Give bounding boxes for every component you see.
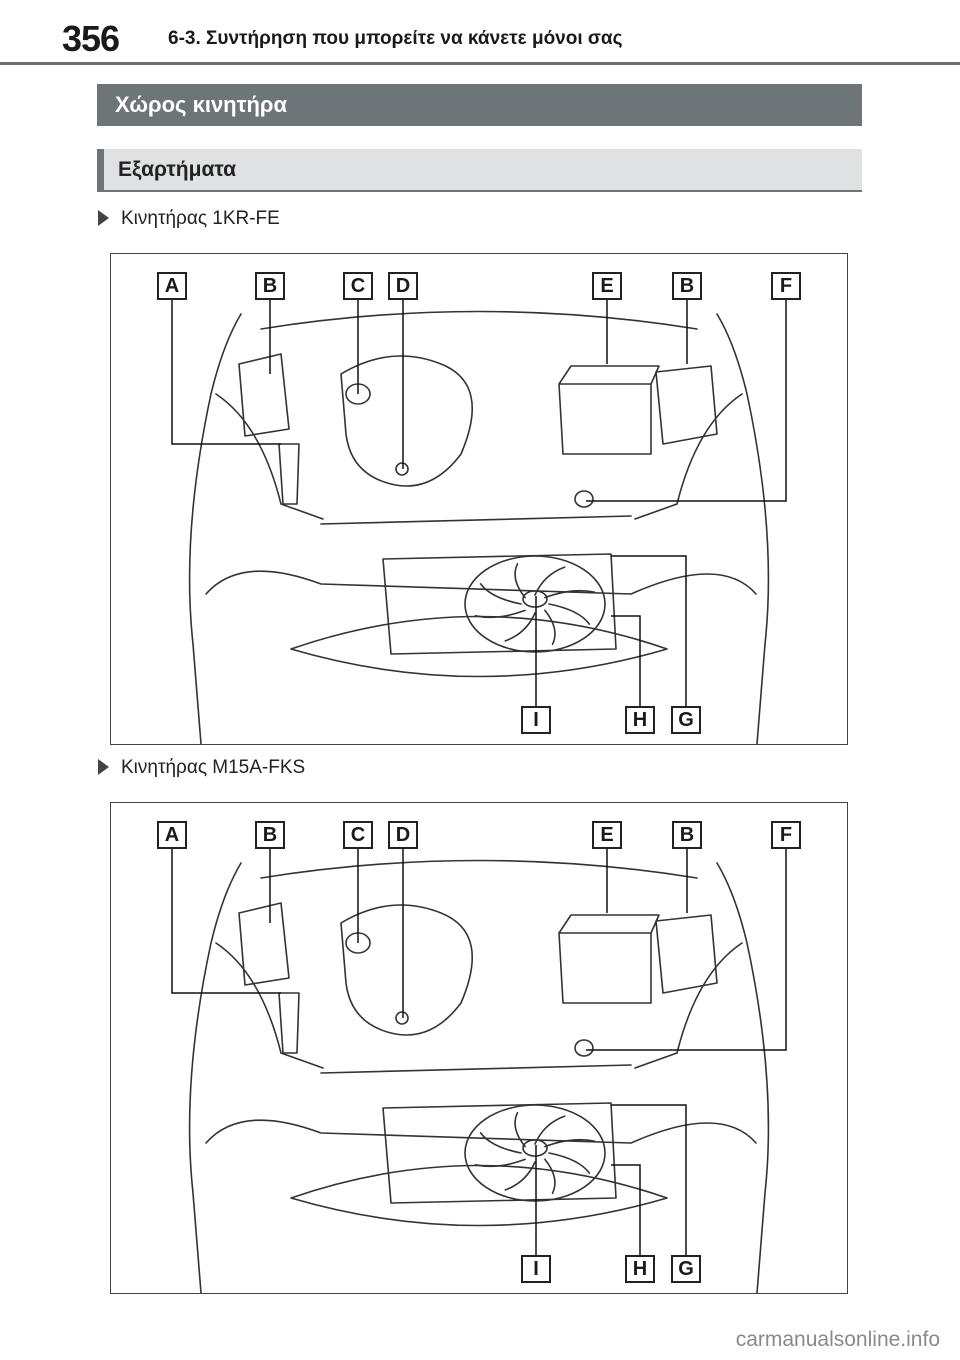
fan-blade [548, 1152, 591, 1174]
grille-lower [290, 1164, 668, 1227]
callout-label: E [592, 272, 622, 300]
fender-left [215, 393, 324, 520]
callout-leader-line [611, 1104, 687, 1255]
callout-leader-line [611, 615, 641, 706]
callout-label: H [625, 1255, 655, 1283]
engine-label-1: Κινητήρας 1KR-FE [98, 208, 280, 230]
bullet-triangle-icon [98, 759, 109, 775]
callout-leader-line [611, 1164, 641, 1255]
callout-label: G [671, 1255, 701, 1283]
fuse-box [655, 365, 718, 445]
fan-blade [504, 1161, 536, 1191]
fan-blade [534, 1115, 566, 1145]
fan-shroud [464, 1104, 606, 1202]
battery [558, 914, 660, 1004]
page-number: 356 [62, 18, 120, 59]
hood-edge [260, 859, 698, 879]
grille-lower [290, 615, 668, 678]
fan-blade [474, 1158, 526, 1168]
chapter-title: 6-3. Συντήρηση που μπορείτε να κάνετε μό… [168, 28, 623, 49]
callout-label: F [771, 272, 801, 300]
brake-reservoir [574, 490, 594, 508]
callout-leader-line [611, 555, 687, 706]
callout-label: B [255, 821, 285, 849]
callout-label: E [592, 821, 622, 849]
fan-blade [504, 612, 536, 642]
fan-blade [544, 1138, 596, 1148]
radiator [382, 553, 617, 655]
dipstick [395, 462, 409, 476]
callout-leader-line [586, 848, 787, 1051]
watermark: carmanualsonline.info [735, 1328, 940, 1351]
callout-label: B [255, 272, 285, 300]
fan-shroud [464, 555, 606, 653]
callout-label: F [771, 821, 801, 849]
engine-label-2: Κινητήρας M15A-FKS [98, 757, 305, 779]
fan-hub [522, 590, 548, 608]
callout-label: I [521, 1255, 551, 1283]
engine-bay-illustration [171, 299, 787, 744]
callout-label: A [157, 272, 187, 300]
coolant-cap [278, 992, 300, 1054]
callout-leader-line [171, 848, 281, 994]
engine-label-text: Κινητήρας M15A-FKS [121, 757, 306, 778]
fender-right [634, 393, 743, 520]
callout-label: C [343, 272, 373, 300]
bullet-triangle-icon [98, 210, 109, 226]
header-divider [0, 62, 960, 65]
callout-label: A [157, 821, 187, 849]
radiator [382, 1102, 617, 1204]
fan-blade [479, 583, 522, 605]
engine-label-text: Κινητήρας 1KR-FE [121, 208, 280, 229]
dipstick [395, 1011, 409, 1025]
fan-blade [479, 1132, 522, 1154]
callout-label: I [521, 706, 551, 734]
car-body-outline [188, 313, 770, 744]
fender-right [634, 942, 743, 1069]
support-bar [320, 515, 632, 525]
oil-cap [345, 932, 371, 954]
washer-reservoir [238, 902, 290, 986]
fender-left [215, 942, 324, 1069]
fan-blade [514, 1111, 526, 1148]
hood-edge [260, 310, 698, 330]
engine-bay-illustration [171, 848, 787, 1293]
subsection-title: Εξαρτήματα [97, 149, 862, 192]
callout-label: D [388, 272, 418, 300]
fan-hub [522, 1139, 548, 1157]
section-title: Χώρος κινητήρα [97, 84, 862, 126]
callout-label: B [672, 272, 702, 300]
fan-blade [548, 603, 591, 625]
callout-label: G [671, 706, 701, 734]
callout-label: C [343, 821, 373, 849]
fan-blade [514, 562, 526, 599]
front-bumper [205, 1119, 757, 1144]
brake-reservoir [574, 1039, 594, 1057]
fan-blade [544, 589, 596, 599]
engine-block [340, 355, 474, 487]
support-bar [320, 1064, 632, 1074]
callout-label: H [625, 706, 655, 734]
fan-blade [544, 609, 556, 646]
washer-reservoir [238, 353, 290, 437]
callout-leader-line [171, 299, 281, 445]
car-body-outline [188, 862, 770, 1293]
fan-blade [474, 609, 526, 619]
coolant-cap [278, 443, 300, 505]
battery [558, 365, 660, 455]
callout-leader-line [586, 299, 787, 502]
oil-cap [345, 383, 371, 405]
fuse-box [655, 914, 718, 994]
fan-blade [544, 1158, 556, 1195]
callout-label: B [672, 821, 702, 849]
callout-label: D [388, 821, 418, 849]
engine-block [340, 904, 474, 1036]
front-bumper [205, 570, 757, 595]
fan-blade [534, 566, 566, 596]
